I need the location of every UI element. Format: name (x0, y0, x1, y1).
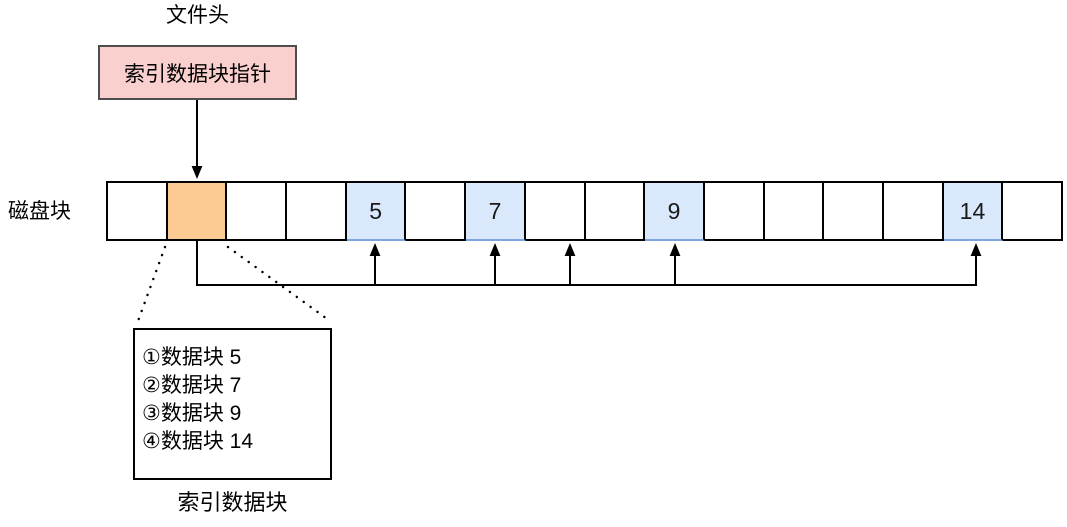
empty-block-cell (525, 181, 586, 241)
arrowhead-up-icon (970, 243, 982, 256)
data-block-cell-14: 14 (943, 181, 1004, 241)
dotted-leader-lines (136, 245, 332, 323)
empty-block-cell (764, 181, 825, 241)
index-entry: ④数据块 14 (142, 430, 254, 453)
index-entry: ①数据块 5 (142, 346, 242, 369)
empty-block-cell (1003, 181, 1063, 241)
index-entry: ②数据块 7 (142, 374, 242, 397)
index-block-cell (167, 181, 228, 241)
file-header-label: 文件头 (166, 4, 229, 27)
empty-block-cell (227, 181, 288, 241)
disk-row-label: 磁盘块 (8, 200, 71, 223)
dotted-line-right (226, 245, 332, 323)
arrowhead-up-icon (489, 243, 501, 256)
data-block-cell-9: 9 (645, 181, 705, 241)
empty-block-cell (883, 181, 944, 241)
index-block-box: ①数据块 5 ②数据块 7 ③数据块 9 ④数据块 14 (133, 328, 332, 480)
empty-block-cell (108, 181, 168, 241)
arrowhead-up-icon (369, 243, 381, 256)
empty-block-cell (406, 181, 467, 241)
index-to-data-connector (196, 241, 982, 286)
index-pointer-box-label: 索引数据块指针 (124, 62, 271, 86)
dotted-line-left (136, 245, 167, 323)
pointer-to-index-arrow (191, 100, 203, 179)
index-pointer-box: 索引数据块指针 (98, 45, 297, 100)
data-block-cell-5: 5 (346, 181, 407, 241)
arrowhead-up-icon (669, 243, 681, 256)
index-block-caption: 索引数据块 (177, 490, 288, 515)
index-block-entries: ①数据块 5 ②数据块 7 ③数据块 9 ④数据块 14 (142, 344, 326, 456)
arrowhead-down-icon (191, 166, 203, 179)
empty-block-cell (824, 181, 884, 241)
arrowhead-up-icon (564, 243, 576, 256)
empty-block-cell (585, 181, 646, 241)
empty-block-cell (704, 181, 765, 241)
index-entry: ③数据块 9 (142, 402, 242, 425)
empty-block-cell (287, 181, 347, 241)
data-block-cell-7: 7 (466, 181, 526, 241)
